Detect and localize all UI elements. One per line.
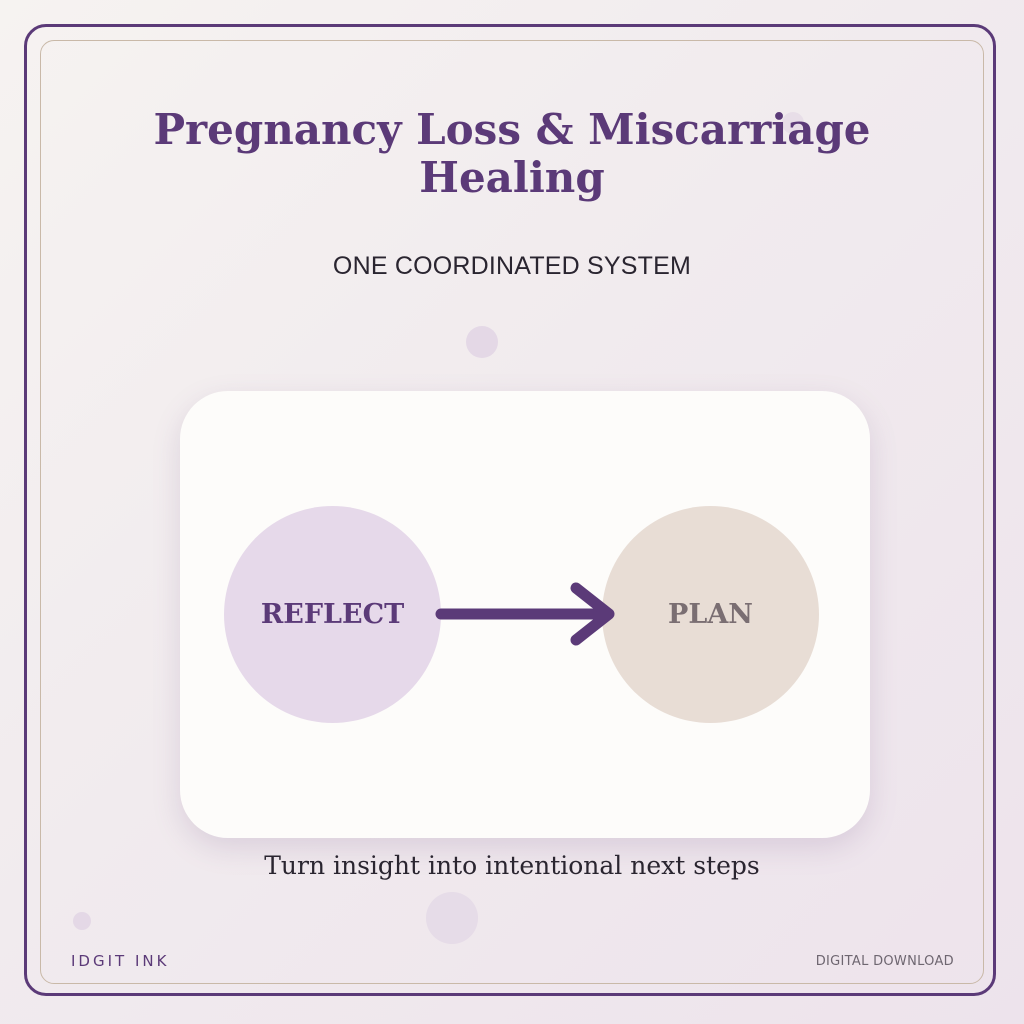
node-plan: PLAN — [602, 506, 819, 723]
page-subtitle: ONE COORDINATED SYSTEM — [332, 252, 692, 280]
page-title: Pregnancy Loss & Miscarriage Healing — [153, 105, 871, 202]
diagram-caption: Turn insight into intentional next steps — [264, 851, 760, 880]
diagram-card: REFLECT PLAN — [180, 391, 870, 838]
node-reflect: REFLECT — [224, 506, 441, 723]
inner-frame — [40, 40, 984, 984]
node-plan-label: PLAN — [668, 599, 753, 630]
brand-name: IDGIT INK — [71, 952, 170, 970]
decorative-dot — [782, 112, 804, 134]
outer-frame — [24, 24, 996, 996]
download-badge: DIGITAL DOWNLOAD — [815, 954, 954, 969]
decorative-dot — [466, 326, 498, 358]
decorative-dot — [73, 912, 91, 930]
decorative-dot — [426, 892, 478, 944]
node-reflect-label: REFLECT — [260, 599, 405, 630]
